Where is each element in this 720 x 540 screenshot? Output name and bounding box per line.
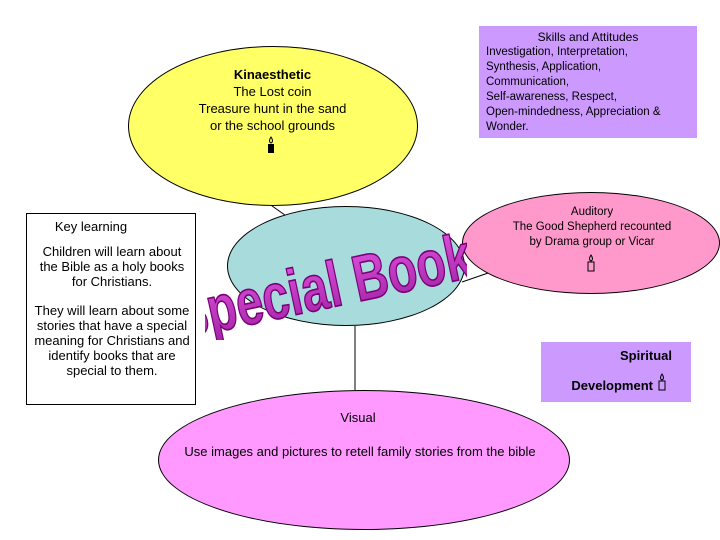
- skills-line-3: Communication,: [486, 76, 570, 88]
- kinaesthetic-ellipse: [128, 46, 418, 206]
- spiritual-box: [541, 342, 691, 402]
- kinaesthetic-line-2: Treasure hunt in the sand: [198, 101, 347, 116]
- kinaesthetic-title: Kinaesthetic: [233, 67, 312, 82]
- auditory-line-2: by Drama group or Vicar: [529, 236, 655, 248]
- skills-line-4: Self-awareness, Respect,: [486, 91, 618, 103]
- kinaesthetic-line-1: The Lost coin: [233, 84, 312, 99]
- key-learning-title: Key learning: [54, 219, 128, 234]
- visual-text: Use images and pictures to retell family…: [184, 444, 536, 459]
- candle-icon: [587, 254, 595, 272]
- auditory-title: Auditory: [570, 206, 614, 218]
- skills-line-1: Investigation, Interpretation,: [486, 46, 628, 58]
- spiritual-line-2: Development: [571, 378, 653, 393]
- skills-line-6: Wonder.: [486, 121, 529, 133]
- key-learning-box: [26, 213, 196, 405]
- center-ellipse: [227, 206, 465, 326]
- skills-body: Investigation, Interpretation, Synthesis…: [486, 45, 691, 135]
- skills-box: [479, 26, 697, 138]
- key-learning-paragraph-1: Children will learn about the Bible as a…: [39, 244, 185, 289]
- kinaesthetic-line-3: or the school grounds: [209, 118, 336, 133]
- kinaesthetic-text: Kinaesthetic The Lost coin Treasure hunt…: [170, 66, 375, 134]
- auditory-line-1: The Good Shepherd recounted: [512, 221, 672, 233]
- candle-icon: [268, 136, 274, 153]
- skills-line-2: Synthesis, Application,: [486, 61, 602, 73]
- visual-ellipse: [158, 390, 570, 530]
- spiritual-line-1: Spiritual: [619, 348, 672, 363]
- auditory-text: Auditory The Good Shepherd recounted by …: [500, 205, 684, 250]
- key-learning-paragraph-2: They will learn about some stories that …: [34, 303, 190, 378]
- skills-line-5: Open-mindedness, Appreciation &: [486, 106, 661, 118]
- special-books-title: Special Books: [205, 222, 467, 340]
- visual-title: Visual: [340, 410, 376, 425]
- auditory-ellipse: [462, 192, 720, 294]
- special-books-text: Special Books: [205, 222, 467, 340]
- skills-title: Skills and Attitudes: [537, 30, 639, 44]
- candle-icon: [658, 373, 666, 391]
